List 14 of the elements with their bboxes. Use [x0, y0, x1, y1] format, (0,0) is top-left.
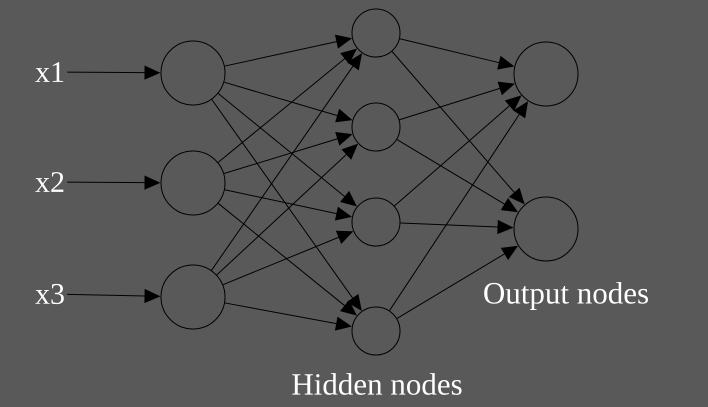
input-label: x2	[35, 172, 64, 192]
neuron-circle	[160, 150, 226, 216]
input-label: x3	[35, 284, 64, 304]
layer-label: Hidden nodes	[292, 373, 462, 395]
neuron-circle	[352, 198, 400, 246]
input-label: x1	[35, 62, 64, 82]
neuron-circle	[352, 102, 400, 152]
neuron-circle	[352, 306, 400, 356]
neuron-circle	[352, 8, 400, 58]
layer-label: Output nodes	[484, 282, 648, 310]
neuron-circle	[160, 264, 226, 330]
neuron-circle	[514, 42, 578, 106]
neuron-circle	[160, 40, 226, 106]
neuron-circle	[514, 196, 578, 262]
